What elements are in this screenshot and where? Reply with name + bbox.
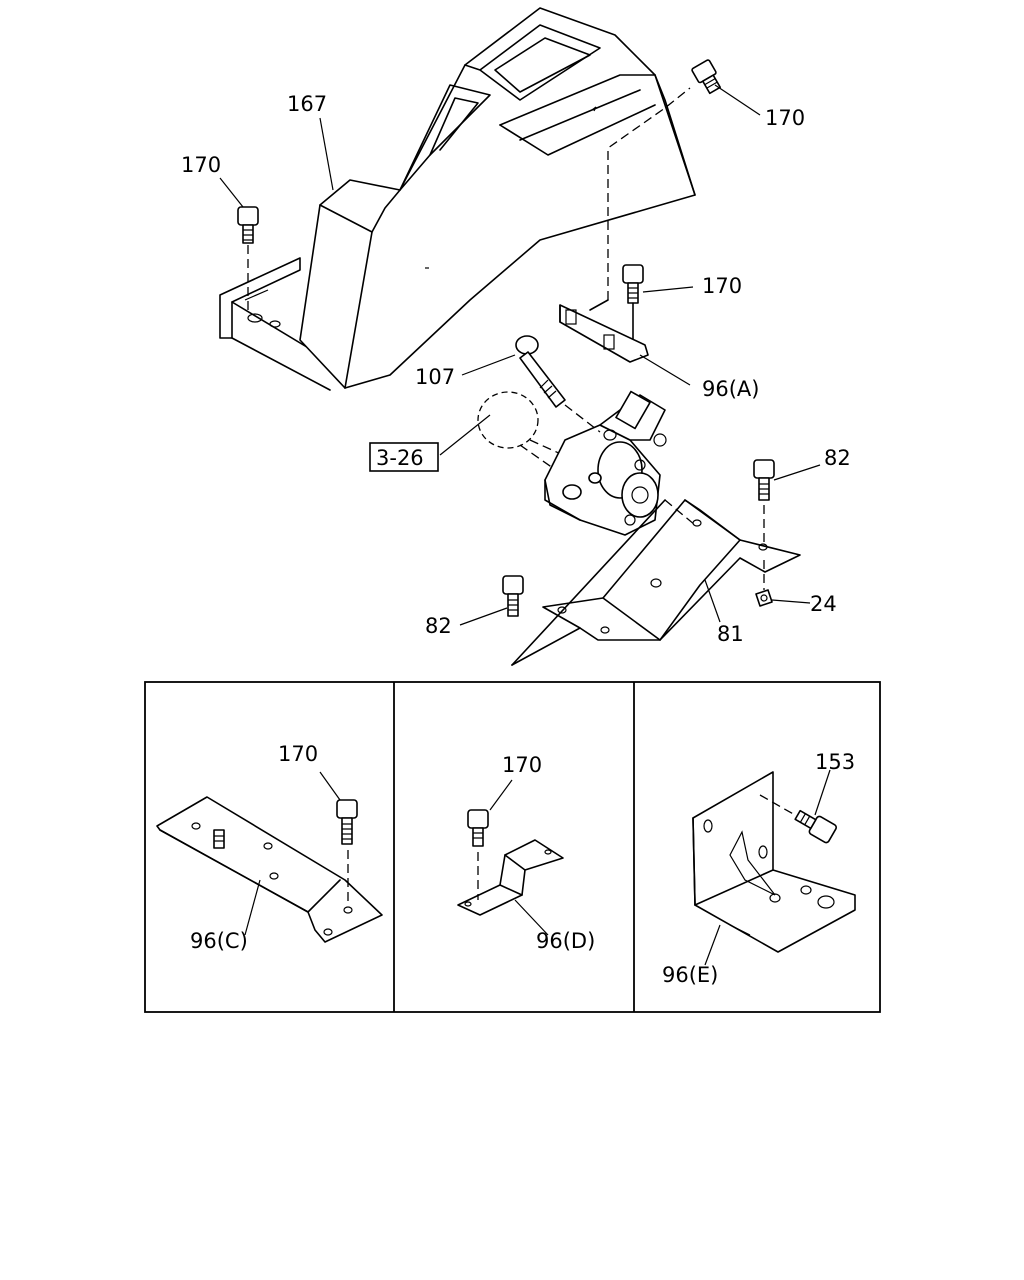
callout-170-top-left: 170 xyxy=(181,153,221,177)
panel-c-bracket-label: 96(C) xyxy=(190,929,248,953)
shifter-assembly xyxy=(477,390,667,536)
ref-box-3-26: 3-26 xyxy=(369,442,439,472)
bolt-82-right xyxy=(753,459,775,590)
detail-frame xyxy=(144,681,881,1013)
bolt-82-left xyxy=(502,575,524,617)
leader-lines xyxy=(219,84,821,626)
bracket-96a xyxy=(559,299,649,363)
panel-e-bolt-label: 153 xyxy=(815,750,855,774)
panel-c-bolt-label: 170 xyxy=(278,742,318,766)
ref-3-26: 3-26 xyxy=(376,446,424,470)
callout-96a: 96(A) xyxy=(702,377,759,401)
panel-d-bolt-label: 170 xyxy=(502,753,542,777)
bracket-81 xyxy=(511,499,801,666)
callout-82-right: 82 xyxy=(824,446,851,470)
callout-81: 81 xyxy=(717,622,744,646)
callout-24: 24 xyxy=(810,592,837,616)
callout-170-top-right: 170 xyxy=(765,106,805,130)
console-cover xyxy=(219,7,696,391)
callout-82-left: 82 xyxy=(425,614,452,638)
bolt-170-top-right xyxy=(691,59,721,95)
panel-e-bracket-label: 96(E) xyxy=(662,963,718,987)
bolt-170-mid xyxy=(622,264,644,346)
panel-d-bracket-label: 96(D) xyxy=(536,929,595,953)
detail-panel-c xyxy=(156,771,383,943)
callout-107: 107 xyxy=(415,365,455,389)
callout-170-mid: 170 xyxy=(702,274,742,298)
detail-panel-e xyxy=(692,769,856,966)
callout-167: 167 xyxy=(287,92,327,116)
nut-24 xyxy=(755,589,773,607)
bolt-170-left xyxy=(237,206,259,310)
detail-panel-d xyxy=(457,779,564,936)
bolt-107 xyxy=(515,335,601,433)
